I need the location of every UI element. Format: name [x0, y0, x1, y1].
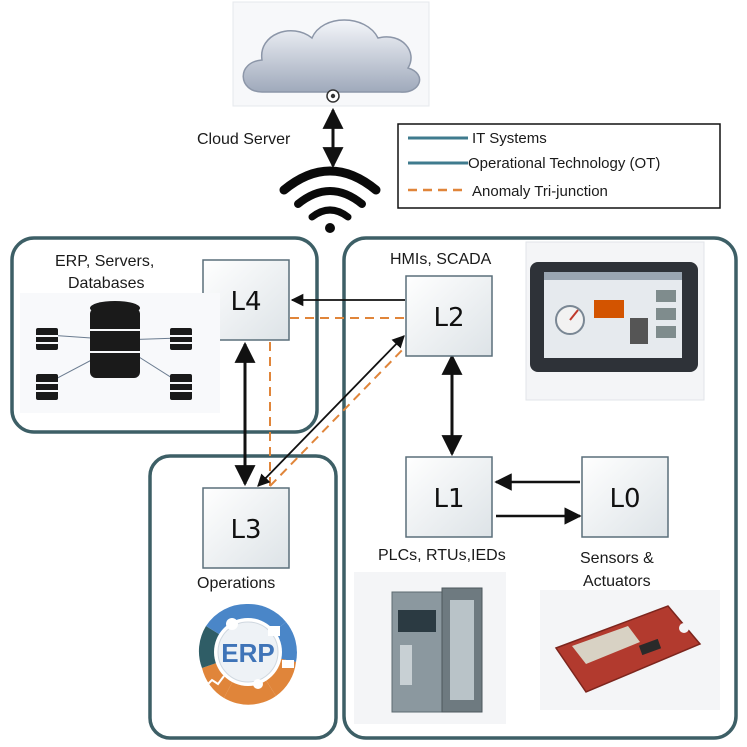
erp-label: ERP: [221, 638, 274, 668]
l0-label: L0: [609, 484, 640, 514]
l0-caption-line2: Actuators: [583, 573, 651, 590]
l0-caption-line1: Sensors &: [580, 550, 654, 567]
l3-label: L3: [230, 515, 261, 545]
erp-wheel: ERP: [180, 603, 297, 705]
l3-node: L3: [202, 487, 290, 569]
sensor-board-icon: [540, 590, 720, 710]
l3-caption: Operations: [197, 575, 275, 592]
plc-device-icon: [354, 572, 506, 724]
l3-l2-arrow: [257, 335, 405, 487]
cloud-server: [232, 1, 430, 107]
l2-node: L2: [405, 275, 493, 357]
l1-node: L1: [405, 456, 493, 538]
connections: [234, 293, 582, 525]
l4-caption-line2: Databases: [68, 275, 145, 292]
l0-node: L0: [581, 456, 669, 538]
legend-ot-label: Operational Technology (OT): [468, 155, 660, 172]
l4-label: L4: [230, 287, 261, 317]
cloud-server-label: Cloud Server: [197, 131, 291, 148]
database-cluster-icon: [20, 293, 220, 413]
l1-label: L1: [433, 484, 464, 514]
wifi-icon: [279, 166, 381, 233]
l4-caption-line1: ERP, Servers,: [55, 253, 154, 270]
l2-label: L2: [433, 303, 464, 333]
l2-caption: HMIs, SCADA: [390, 251, 492, 268]
legend-it-label: IT Systems: [472, 130, 547, 147]
legend-anomaly-label: Anomaly Tri-junction: [472, 183, 608, 200]
legend: IT Systems Operational Technology (OT) A…: [397, 123, 721, 209]
cloud-icon: [242, 19, 421, 93]
l1-caption: PLCs, RTUs,IEDs: [378, 547, 506, 564]
hmi-panel-icon: [525, 241, 705, 401]
